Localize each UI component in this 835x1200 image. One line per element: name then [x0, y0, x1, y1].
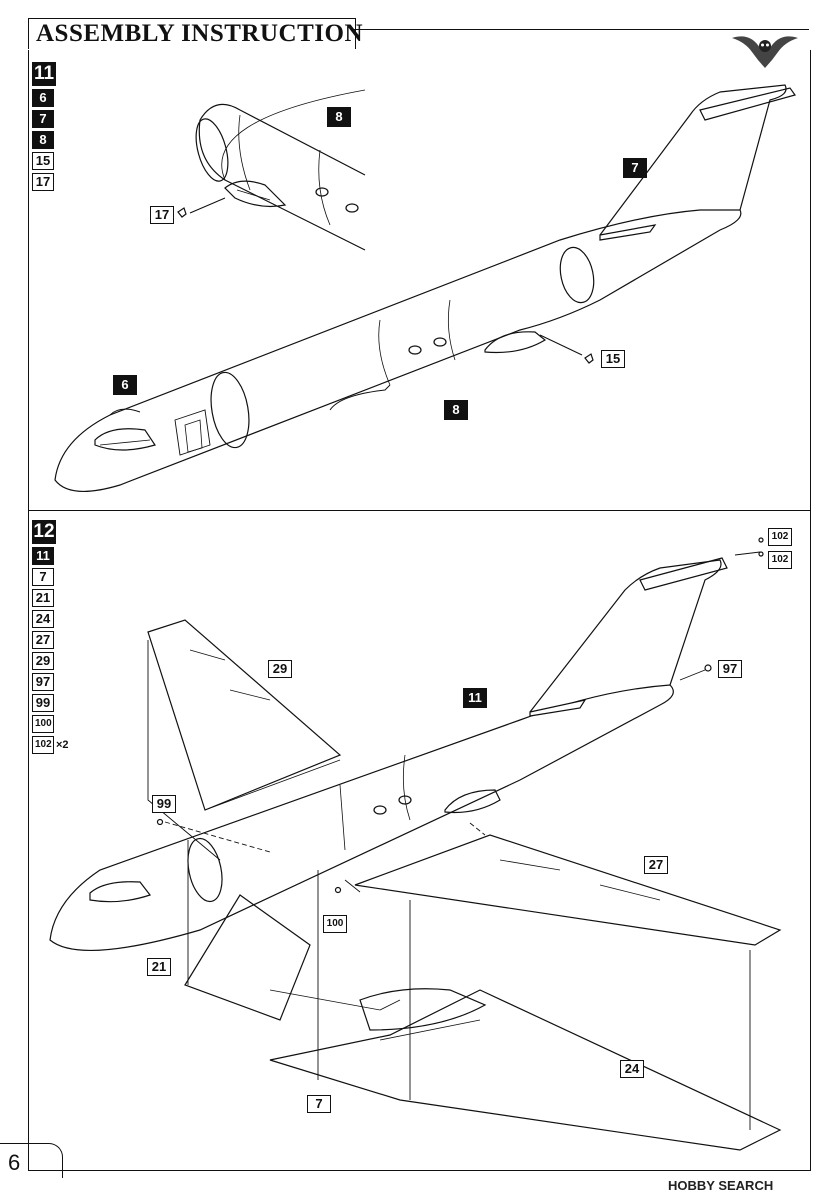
callout-part-17: 17 — [150, 206, 174, 224]
fuselage-main — [54, 209, 742, 493]
part-chip: 17 — [32, 173, 54, 191]
part-chip: 24 — [32, 610, 54, 628]
part-97-shape — [704, 664, 712, 672]
callout-part-15: 15 — [601, 350, 625, 368]
callout-part-27: 27 — [644, 856, 668, 874]
callout-part-7: 7 — [307, 1095, 331, 1113]
part-row-with-qty: 102 ×2 — [32, 736, 69, 754]
part-102b-shape — [758, 551, 764, 557]
wing-left-lower-21 — [184, 894, 401, 1021]
callout-part-102: 102 — [768, 551, 792, 569]
callout-part-7: 7 — [623, 158, 647, 178]
part-99-shape — [156, 818, 164, 826]
page-frame — [28, 50, 811, 1171]
callout-part-100: 100 — [323, 915, 347, 933]
part-17-shape — [177, 207, 187, 218]
title-box — [28, 18, 356, 49]
part-chip: 8 — [32, 131, 54, 149]
detail-inset-fuselage — [195, 89, 366, 251]
part-102a-shape — [758, 537, 764, 543]
step-divider — [28, 510, 811, 511]
step-number: 11 — [32, 62, 56, 86]
wing-left-upper-29 — [147, 619, 342, 811]
part-chip: 102 — [32, 736, 54, 754]
callout-part-29: 29 — [268, 660, 292, 678]
callout-part-8: 8 — [444, 400, 468, 420]
leader-line — [189, 197, 226, 214]
callout-part-102: 102 — [768, 528, 792, 546]
part-chip: 27 — [32, 631, 54, 649]
part-chip: 11 — [32, 547, 54, 565]
callout-detail-8: 8 — [327, 107, 351, 127]
part-chip: 29 — [32, 652, 54, 670]
step-11-parts-list: 11 6 7 8 15 17 — [32, 62, 56, 191]
callout-part-6: 6 — [113, 375, 137, 395]
step-12-parts-list: 12 11 7 21 24 27 29 97 99 100 102 ×2 — [32, 520, 69, 754]
part-chip: 6 — [32, 89, 54, 107]
page-tab — [0, 1143, 63, 1178]
owl-logo-icon — [732, 36, 798, 68]
callout-part-24: 24 — [620, 1060, 644, 1078]
wing-right-upper-27 — [354, 834, 782, 946]
part-chip: 21 — [32, 589, 54, 607]
part-chip: 97 — [32, 673, 54, 691]
page-number: 6 — [8, 1150, 21, 1175]
callout-part-97: 97 — [718, 660, 742, 678]
callout-part-21: 21 — [147, 958, 171, 976]
wing-right-lower-24 — [269, 988, 782, 1151]
part-15-shape — [584, 353, 594, 364]
watermark-text: HOBBY SEARCH — [668, 1178, 774, 1193]
title-rule — [354, 29, 809, 30]
part-chip: 7 — [32, 110, 54, 128]
part-quantity: ×2 — [56, 739, 69, 751]
part-chip: 99 — [32, 694, 54, 712]
fuselage-step12 — [49, 684, 674, 951]
guide-lines — [147, 551, 761, 1130]
callout-part-11: 11 — [463, 688, 487, 708]
tail-fin — [599, 84, 796, 241]
part-100-shape — [334, 886, 342, 894]
page-title: ASSEMBLY INSTRUCTION — [36, 20, 363, 47]
leader-line — [539, 334, 583, 356]
part-chip: 7 — [32, 568, 54, 586]
part-chip: 100 — [32, 715, 54, 733]
part-chip: 15 — [32, 152, 54, 170]
step-number: 12 — [32, 520, 56, 544]
tail-fin-step12 — [529, 557, 728, 717]
callout-part-99: 99 — [152, 795, 176, 813]
